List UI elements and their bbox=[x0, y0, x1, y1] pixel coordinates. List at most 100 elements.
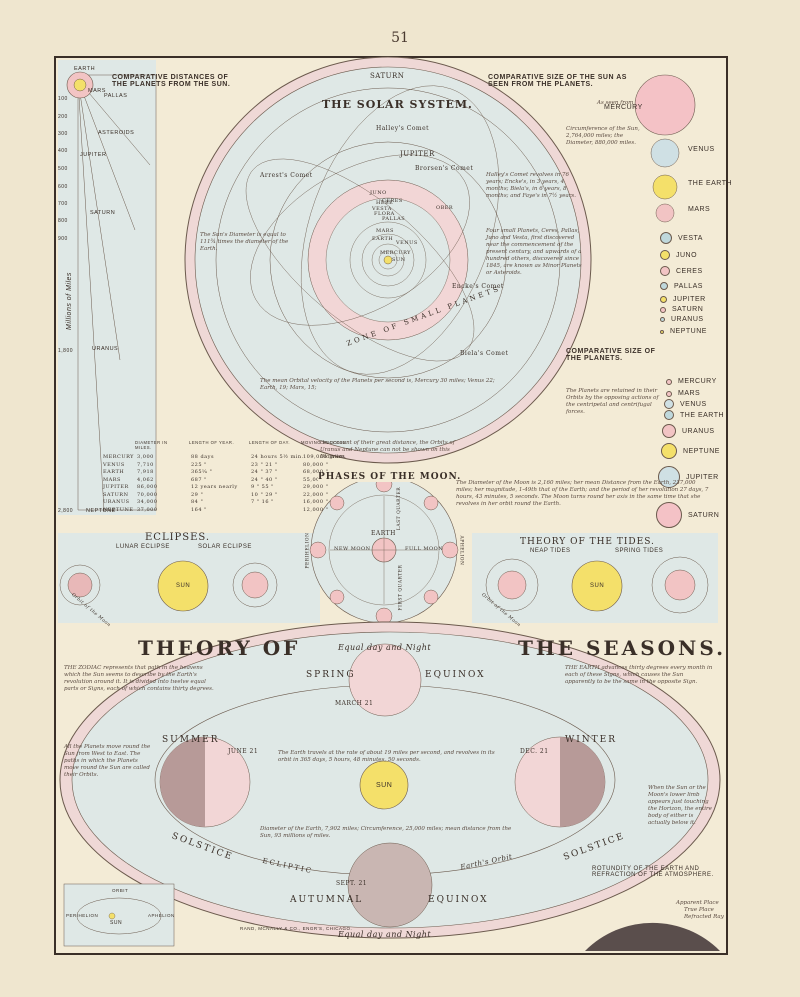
orbit-label-flora: FLORA bbox=[374, 211, 395, 217]
orbit-label-hebe: HEBE bbox=[376, 200, 394, 206]
distances-panel bbox=[58, 60, 156, 515]
sun-size-row: CERES bbox=[660, 266, 703, 276]
sun-size-name: URANUS bbox=[671, 316, 704, 323]
distances-title: COMPARATIVE DISTANCES OF THE PLANETS FRO… bbox=[112, 74, 231, 88]
distance-tick: 700 bbox=[58, 201, 68, 207]
sun-size-disc bbox=[660, 306, 666, 313]
earth-velocity-note: The Earth travels at the rate of about 1… bbox=[278, 750, 495, 763]
tides-neap-label: NEAP TIDES bbox=[530, 548, 571, 554]
planet-size-disc bbox=[666, 390, 672, 397]
planet-size-disc bbox=[661, 443, 677, 459]
table-cell: 84 " bbox=[191, 499, 204, 505]
sun-size-row: JUPITER bbox=[660, 296, 706, 303]
table-cell: 687 " bbox=[191, 476, 207, 483]
distance-tick: 800 bbox=[58, 218, 68, 224]
planet-size-row: MERCURY bbox=[666, 378, 717, 385]
sun-sizes-title: COMPARATIVE SIZE OF THE SUN AS SEEN FROM… bbox=[488, 74, 627, 88]
distances-axis-label: Millions of Miles bbox=[66, 272, 73, 330]
planet-size-name: JUPITER bbox=[686, 473, 719, 481]
seasons-sept: SEPT. 21 bbox=[336, 880, 368, 887]
sun-size-disc bbox=[660, 232, 672, 244]
planet-size-name: MERCURY bbox=[678, 378, 717, 385]
moon-earth-label: EARTH bbox=[371, 530, 396, 537]
orbit-label-pallas: PALLAS bbox=[382, 216, 406, 222]
earth-signs-note: THE EARTH advances thirty degrees every … bbox=[565, 665, 713, 685]
orbit-label-mars: MARS bbox=[376, 228, 394, 234]
tides-spring-label: SPRING TIDES bbox=[615, 548, 664, 554]
sun-size-name: THE EARTH bbox=[688, 180, 733, 187]
orbit-label-earth: EARTH bbox=[372, 236, 394, 242]
seasons-title-right: THE SEASONS. bbox=[518, 636, 727, 660]
seasons-winter: WINTER bbox=[565, 735, 618, 745]
planet-size-row: THE EARTH bbox=[664, 410, 724, 420]
tides-sun-label: SUN bbox=[590, 583, 605, 589]
table-cell: 24 hours 5½ min. bbox=[251, 454, 304, 460]
table-cell: 24 " 40 " bbox=[251, 476, 278, 483]
moon-aphelion: APHELION bbox=[458, 535, 464, 566]
planet-size-disc bbox=[656, 502, 682, 528]
planet-size-disc bbox=[664, 410, 674, 420]
planet-size-disc bbox=[658, 466, 680, 488]
table-cell: 22,000 " bbox=[303, 491, 329, 498]
comet-arrest: Arrest's Comet bbox=[260, 172, 313, 179]
sun-size-name: CERES bbox=[676, 267, 703, 275]
sun-size-name: MERCURY bbox=[604, 104, 643, 111]
distance-planet-label: MARS bbox=[88, 88, 106, 94]
distance-planet-label: SATURN bbox=[90, 210, 116, 216]
sun-size-row: MARS bbox=[682, 206, 710, 213]
refraction-apparent: Apparent Place bbox=[676, 900, 719, 906]
earth-diameter-note: Diameter of the Earth, 7,902 miles; Circ… bbox=[260, 826, 512, 839]
sun-size-row: URANUS bbox=[660, 316, 704, 323]
velocity-note: The mean Orbital velocity of the Planets… bbox=[260, 378, 495, 391]
planet-size-disc bbox=[664, 399, 674, 409]
orbit-label-ceres: CERES bbox=[382, 198, 403, 204]
orbit-label-jupiter: JUPITER bbox=[400, 150, 435, 158]
planets-orbits-note: All the Planets move round the Sun from … bbox=[64, 744, 151, 778]
table-cell: 7 " 16 " bbox=[251, 499, 274, 505]
table-cell: 12 years nearly bbox=[191, 484, 238, 490]
moon-title: PHASES OF THE MOON. bbox=[318, 472, 462, 482]
eclipses-solar-label: SOLAR ECLIPSE bbox=[198, 544, 252, 550]
planet-size-row: MARS bbox=[666, 390, 700, 397]
distance-tick: 600 bbox=[58, 184, 68, 190]
refraction-title: ROTUNDITY OF THE EARTH AND REFRACTION OF… bbox=[592, 866, 714, 878]
planet-size-row: NEPTUNE bbox=[661, 443, 720, 459]
refraction-true: True Place bbox=[684, 907, 714, 913]
sun-sizes-as-seen: As seen from bbox=[597, 100, 634, 106]
table-cell: 37,000 bbox=[137, 506, 158, 513]
small-planets-note: Four small Planets, Ceres, Pallas, Juno … bbox=[486, 228, 582, 276]
table-cell: 34,000 bbox=[137, 499, 158, 505]
distance-tick: 400 bbox=[58, 148, 68, 154]
distance-tick: 500 bbox=[58, 166, 68, 172]
eclipses-title: ECLIPSES. bbox=[145, 532, 211, 543]
seasons-summer: SUMMER bbox=[162, 735, 220, 745]
planet-size-name: MARS bbox=[678, 390, 701, 397]
sun-size-disc bbox=[660, 296, 667, 303]
table-cell: 225 " bbox=[191, 461, 207, 468]
table-cell: 12,000 " bbox=[303, 506, 329, 513]
table-cell: 164 " bbox=[191, 506, 207, 513]
planet-size-disc bbox=[666, 378, 672, 385]
seasons-autumnal: AUTUMNAL bbox=[290, 895, 364, 905]
uranus-neptune-note: On account of their great distance, the … bbox=[320, 440, 455, 460]
moon-perihelion: PERIHELION bbox=[305, 532, 311, 569]
sun-size-disc bbox=[660, 250, 670, 260]
planet-size-row: SATURN bbox=[656, 502, 719, 528]
seasons-equinox-bottom: EQUINOX bbox=[428, 895, 489, 905]
table-cell: 9 " 55 " bbox=[251, 484, 274, 490]
distance-tick: 900 bbox=[58, 236, 68, 242]
orbit-label-juno: JUNO bbox=[370, 190, 387, 196]
table-cell: 29 " bbox=[191, 491, 204, 498]
comet-note: Halley's Comet revolves in 76 years; Enc… bbox=[486, 172, 576, 199]
perihelion-orbit: ORBIT bbox=[112, 888, 129, 893]
moon-full: FULL MOON bbox=[405, 546, 444, 552]
table-cell: 7,918 bbox=[137, 469, 154, 475]
table-cell: JUPITER bbox=[103, 484, 129, 490]
comet-encke: Encke's Comet bbox=[452, 283, 504, 290]
sun-size-row: NEPTUNE bbox=[660, 328, 707, 335]
table-cell: 365¼ " bbox=[191, 469, 213, 475]
table-cell: 68,000 " bbox=[303, 469, 329, 475]
sun-size-row: VENUS bbox=[682, 146, 715, 153]
